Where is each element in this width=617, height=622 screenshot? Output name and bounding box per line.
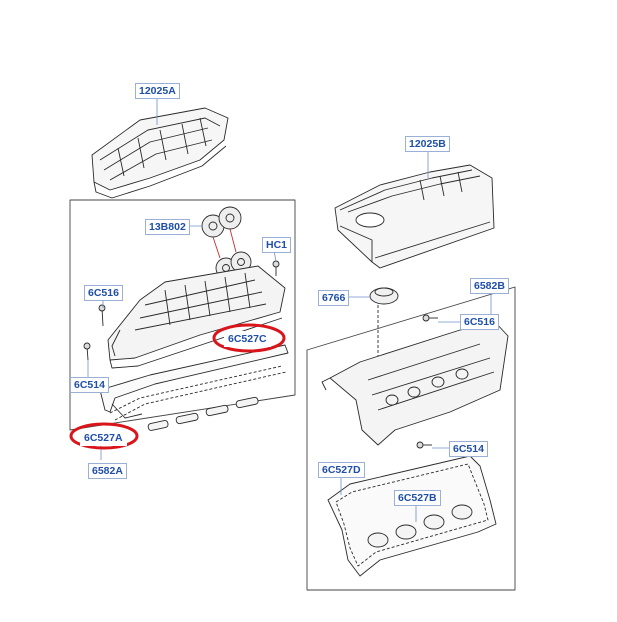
callout-hc1[interactable]: HC1	[262, 237, 292, 253]
right-assembly-frame	[306, 286, 516, 591]
callout-13b802[interactable]: 13B802	[145, 219, 190, 235]
callout-6c516-left[interactable]: 6C516	[84, 285, 123, 301]
seals-right	[367, 504, 473, 548]
callout-6582a[interactable]: 6582A	[88, 463, 127, 479]
callout-6c527c[interactable]: 6C527C	[224, 331, 271, 347]
camshaft-sensor-rings	[201, 206, 252, 279]
gasket-right	[327, 455, 497, 577]
bolts-left	[83, 260, 280, 361]
left-assembly-frame	[69, 199, 296, 431]
cam-cover-left	[107, 265, 286, 369]
seals-left	[147, 396, 259, 431]
highlight-ring-6c527a	[69, 422, 139, 450]
callout-6c527d[interactable]: 6C527D	[318, 462, 365, 478]
bolts-right	[416, 314, 438, 449]
callout-12025a[interactable]: 12025A	[135, 83, 180, 99]
gasket-left	[99, 344, 289, 421]
callout-6766[interactable]: 6766	[318, 290, 350, 306]
engine-cover-left	[91, 107, 229, 199]
callout-6c516-right[interactable]: 6C516	[460, 314, 499, 330]
callout-6c514-left[interactable]: 6C514	[70, 377, 109, 393]
callout-6c527a[interactable]: 6C527A	[80, 430, 127, 446]
callout-12025b[interactable]: 12025B	[405, 136, 450, 152]
callout-6c527b[interactable]: 6C527B	[394, 490, 441, 506]
highlight-ring-6c527c	[212, 323, 286, 353]
cam-cover-right	[321, 321, 509, 446]
callout-6582b[interactable]: 6582B	[470, 278, 509, 294]
engine-cover-right	[334, 164, 495, 269]
callout-6c514-right[interactable]: 6C514	[449, 441, 488, 457]
